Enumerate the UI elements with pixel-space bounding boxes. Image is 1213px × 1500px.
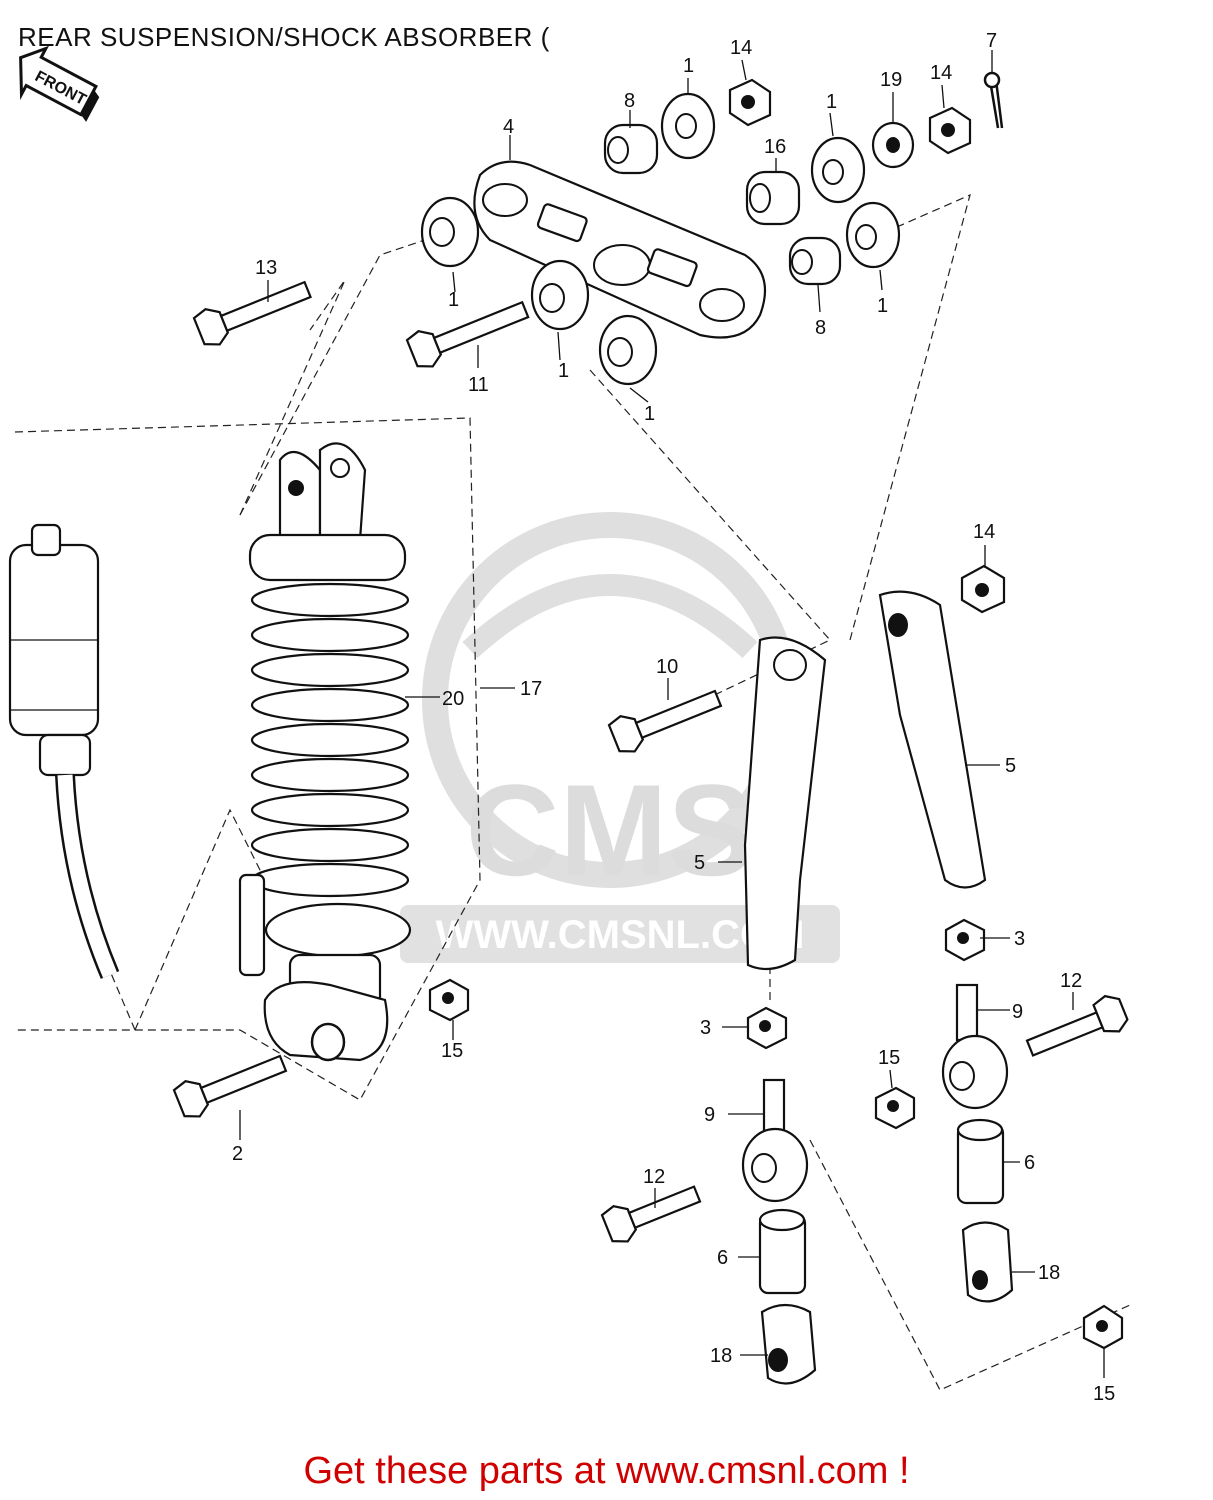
leader-lines [239,50,1105,1378]
callout-3: 3 [1014,928,1025,950]
callout-labels: 1 1 1 1 1 1 2 3 3 4 5 5 6 6 7 8 8 9 9 10… [232,30,1115,1405]
callout-14: 14 [973,521,995,543]
bushings [420,92,915,386]
callout-1: 1 [558,360,569,382]
callout-8: 8 [815,317,826,339]
tie-rods [743,590,987,971]
callout-18: 18 [1038,1262,1060,1284]
coil-spring [250,582,412,958]
callout-1: 1 [877,295,888,317]
callout-15: 15 [878,1047,900,1069]
callout-8: 8 [624,90,635,112]
callout-14: 14 [930,62,952,84]
callout-6: 6 [717,1247,728,1269]
front-arrow-icon: FRONT [19,45,100,122]
watermark-url: WWW.CMSNL.COM [436,913,805,957]
callout-3: 3 [700,1017,711,1039]
callout-1: 1 [448,289,459,311]
watermark-logo: CMS [466,757,755,903]
page-title: REAR SUSPENSION/SHOCK ABSORBER ( [18,22,550,52]
callout-5: 5 [1005,755,1016,777]
callout-19: 19 [880,69,902,91]
rocker-arm [473,160,767,339]
callout-17: 17 [520,678,542,700]
callout-1: 1 [683,55,694,77]
callout-20: 20 [442,688,464,710]
callout-4: 4 [503,116,514,138]
shock-reservoir [8,523,120,979]
nuts [428,78,1124,1350]
callout-2: 2 [232,1143,243,1165]
bolts [172,280,1129,1243]
callout-5: 5 [694,852,705,874]
callout-11: 11 [468,374,489,396]
rod-ends [741,983,1009,1203]
callout-15: 15 [441,1040,463,1062]
cms-watermark: CMS WWW.CMSNL.COM [400,512,840,963]
callout-1: 1 [826,91,837,113]
callout-6: 6 [1024,1152,1035,1174]
cotter-pin-icon [983,71,1004,129]
shock-absorber [238,442,412,1062]
callout-13: 13 [255,257,277,279]
callout-10: 10 [656,656,678,678]
callout-7: 7 [986,30,997,52]
callout-1: 1 [644,403,655,425]
callout-9: 9 [1012,1001,1023,1023]
callout-16: 16 [764,136,786,158]
callout-15: 15 [1093,1383,1115,1405]
collars [758,1118,1014,1385]
footer-link[interactable]: Get these parts at www.cmsnl.com ! [303,1450,910,1492]
callout-14: 14 [730,37,752,59]
callout-12: 12 [643,1166,665,1188]
callout-12: 12 [1060,970,1082,992]
callout-18: 18 [710,1345,732,1367]
callout-9: 9 [704,1104,715,1126]
